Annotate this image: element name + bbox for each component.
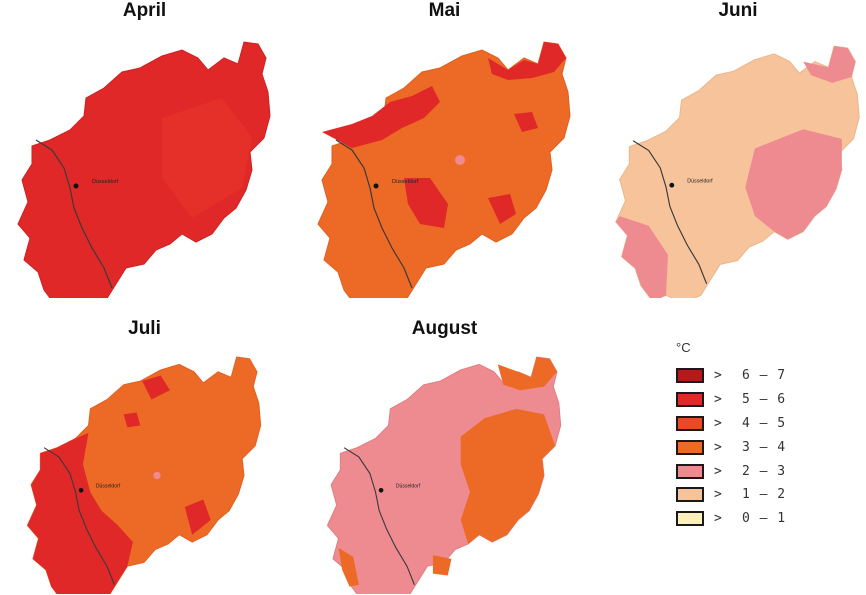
rhine-river: [43, 447, 115, 585]
region-patch-small: [123, 412, 141, 428]
legend-unit: °C: [676, 340, 691, 355]
legend: °C >6 – 7>5 – 6>4 – 5>3 – 4>2 – 3>1 – 2>…: [676, 340, 786, 531]
region-patch-5-6: [142, 375, 170, 400]
legend-swatch: [676, 511, 704, 527]
city-marker: [73, 183, 79, 189]
map-juli: Düsseldorf: [26, 356, 262, 594]
region-patch-2-3: [615, 216, 668, 298]
map-panel-mai: Mai Düsseldorf: [312, 0, 577, 300]
map-title: April: [122, 0, 167, 21]
legend-swatch: [676, 463, 704, 479]
legend-item: >0 – 1: [676, 507, 786, 531]
legend-item: >5 – 6: [676, 388, 786, 412]
map-panel-juni: Juni Düsseldorf: [610, 0, 866, 300]
region-patch-dot: [455, 155, 465, 165]
legend-range: 6 – 7: [742, 368, 787, 384]
legend-item: >1 – 2: [676, 483, 786, 507]
legend-symbol: >: [714, 368, 722, 384]
map-april: Düsseldorf: [17, 41, 271, 298]
map-panel-juli: Juli Düsseldorf: [12, 318, 277, 595]
legend-range: 5 – 6: [742, 392, 787, 408]
city-marker: [373, 183, 379, 189]
legend-symbol: >: [714, 487, 722, 503]
legend-symbol: >: [714, 439, 722, 455]
map-title: August: [411, 318, 478, 339]
city-label: Düsseldorf: [392, 179, 419, 185]
legend-swatch: [676, 368, 704, 384]
map-mai: Düsseldorf: [317, 41, 571, 298]
city-marker: [669, 182, 675, 188]
shade-patch: [162, 98, 252, 218]
legend-symbol: >: [714, 463, 722, 479]
region-patch-small: [184, 499, 211, 535]
rhine-river: [35, 139, 113, 289]
map-panel-august: August Düsseldorf: [312, 318, 577, 595]
legend-range: 1 – 2: [742, 487, 787, 503]
map-title: Juni: [718, 0, 758, 21]
rhine-river: [343, 447, 415, 585]
map-august: Düsseldorf: [326, 356, 562, 594]
city-label: Düsseldorf: [92, 179, 119, 185]
region-patch-3-4: [460, 408, 556, 544]
region-patch-small: [432, 555, 452, 576]
legend-swatch: [676, 487, 704, 503]
legend-range: 4 – 5: [742, 415, 787, 431]
region-fill: [317, 41, 571, 298]
legend-symbol: >: [714, 415, 722, 431]
legend-symbol: >: [714, 511, 722, 527]
city-marker: [78, 487, 84, 493]
legend-items: >6 – 7>5 – 6>4 – 5>3 – 4>2 – 3>1 – 2>0 –…: [676, 364, 786, 531]
region-patch-small: [514, 112, 538, 132]
region-patch-2-3: [745, 129, 842, 240]
legend-item: >6 – 7: [676, 364, 786, 388]
legend-swatch: [676, 392, 704, 408]
region-patch-5-6: [322, 86, 440, 148]
map-title: Mai: [428, 0, 461, 21]
region-patch-3-4: [497, 356, 557, 391]
rhine-river: [632, 140, 708, 284]
map-title: Juli: [128, 318, 161, 339]
city-marker: [378, 487, 384, 493]
map-juni: Düsseldorf: [615, 45, 860, 298]
legend-item: >2 – 3: [676, 459, 786, 483]
region-patch-small: [488, 194, 516, 224]
legend-swatch: [676, 439, 704, 455]
region-patch-5-6: [404, 178, 448, 228]
legend-symbol: >: [714, 392, 722, 408]
legend-range: 2 – 3: [742, 463, 787, 479]
city-label: Düsseldorf: [687, 178, 713, 184]
region-patch-5-6: [488, 42, 566, 80]
map-panel-april: April Düsseldorf: [12, 0, 277, 300]
region-patch-dot: [153, 471, 161, 480]
legend-item: >4 – 5: [676, 412, 786, 436]
rhine-river: [335, 139, 413, 289]
city-label: Düsseldorf: [96, 484, 121, 490]
legend-range: 3 – 4: [742, 439, 787, 455]
region-patch-small: [338, 547, 359, 587]
legend-range: 0 – 1: [742, 511, 787, 527]
legend-swatch: [676, 415, 704, 431]
legend-item: >3 – 4: [676, 435, 786, 459]
city-label: Düsseldorf: [396, 484, 421, 490]
region-patch-2-3: [803, 46, 856, 83]
